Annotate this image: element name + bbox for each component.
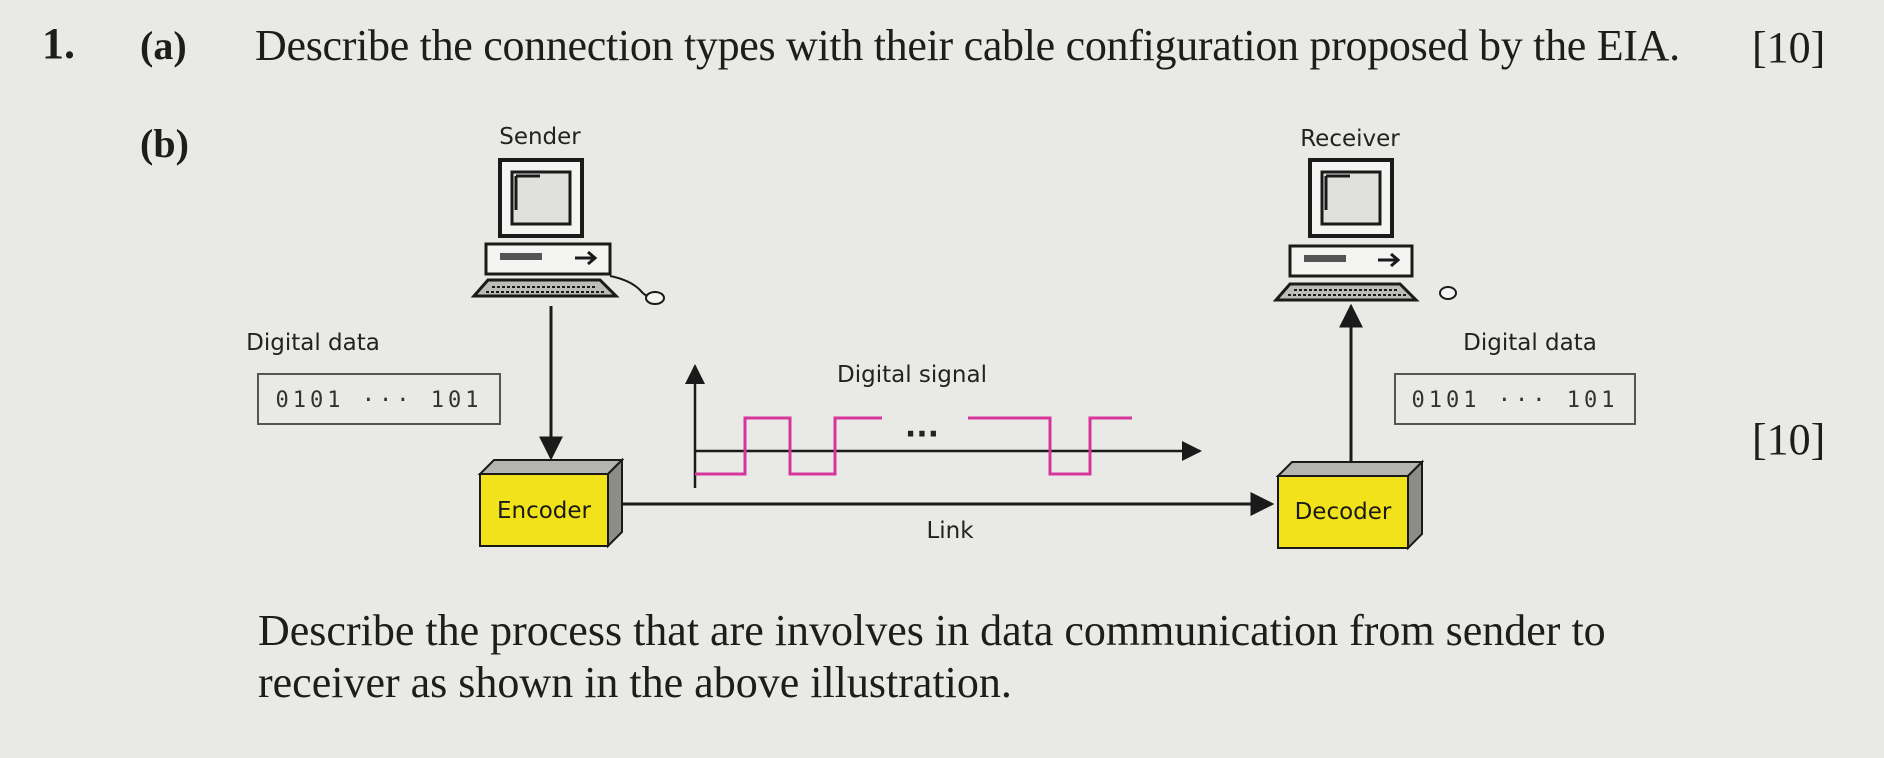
receiver-computer-icon bbox=[1272, 158, 1457, 302]
signal-waveform-right bbox=[968, 416, 1132, 476]
part-b-marks: [10] bbox=[1752, 415, 1826, 464]
encoder-label: Encoder bbox=[497, 498, 592, 524]
part-a-label: (a) bbox=[140, 23, 187, 68]
signal-waveform-left bbox=[695, 416, 882, 476]
receiver-label: Receiver bbox=[1300, 126, 1400, 152]
sender-computer-icon bbox=[470, 158, 665, 305]
part-b-label: (b) bbox=[140, 121, 189, 166]
decoder-label: Decoder bbox=[1295, 499, 1392, 525]
part-a-text: Describe the connection types with their… bbox=[255, 21, 1680, 70]
digital-signal-label: Digital signal bbox=[837, 362, 987, 388]
question-number: 1. bbox=[42, 19, 75, 68]
digital-data-right-bits: 0101 ··· 101 bbox=[1412, 388, 1619, 413]
sender-label: Sender bbox=[499, 124, 581, 150]
link-label: Link bbox=[926, 518, 974, 544]
digital-data-right-label: Digital data bbox=[1463, 330, 1597, 356]
digital-data-right-box bbox=[1394, 373, 1636, 425]
decoder-box: Decoder bbox=[1275, 459, 1425, 551]
digital-data-left-box bbox=[257, 373, 501, 425]
part-b-text: Describe the process that are involves i… bbox=[258, 606, 1606, 707]
part-a-marks: [10] bbox=[1752, 23, 1826, 72]
encoder-box: Encoder bbox=[477, 457, 625, 549]
signal-ellipsis: ··· bbox=[905, 417, 939, 452]
digital-data-left-label: Digital data bbox=[246, 330, 380, 356]
digital-data-left-bits: 0101 ··· 101 bbox=[276, 388, 483, 413]
